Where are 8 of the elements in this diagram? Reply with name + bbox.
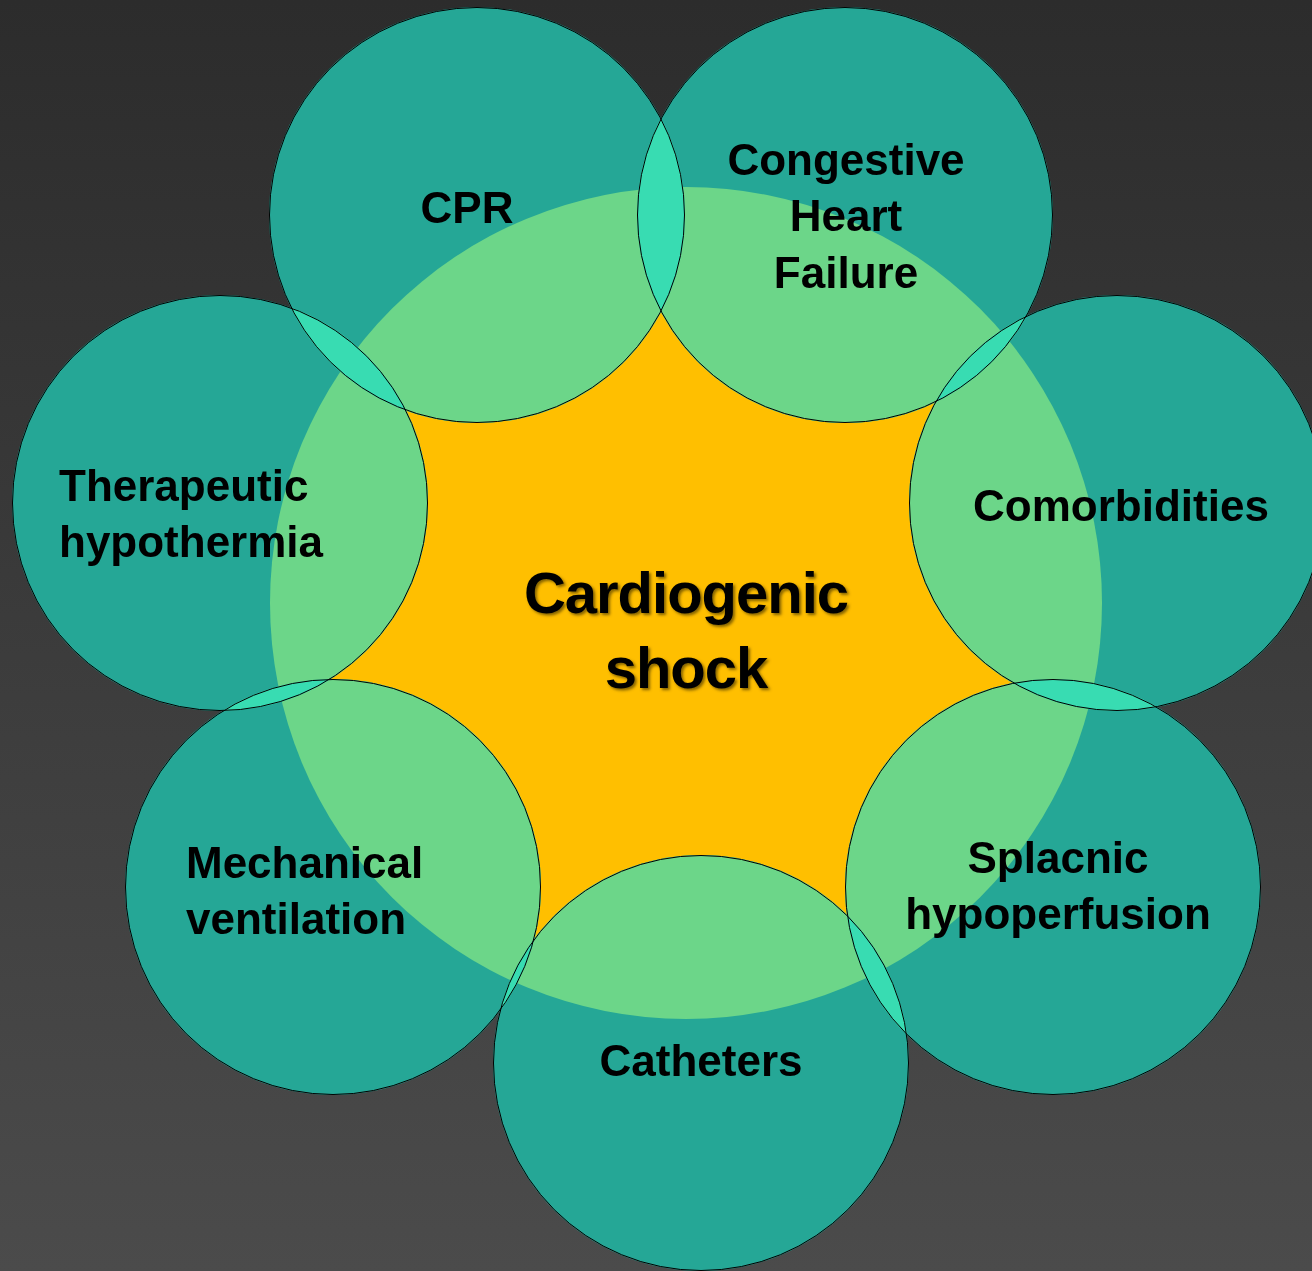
circle-label: Comorbidities: [972, 479, 1270, 532]
circle-label: Therapeutic hypothermia: [59, 459, 325, 568]
center-label: Cardiogenic shock: [522, 558, 850, 702]
circle-label: Splacnic hypoperfusion: [904, 831, 1212, 940]
circle-label: Catheters: [598, 1034, 804, 1087]
circle-label: Mechanical ventilation: [186, 836, 425, 945]
circle-label: CPR: [419, 181, 515, 234]
circle-label: Congestive Heart Failure: [726, 133, 966, 299]
